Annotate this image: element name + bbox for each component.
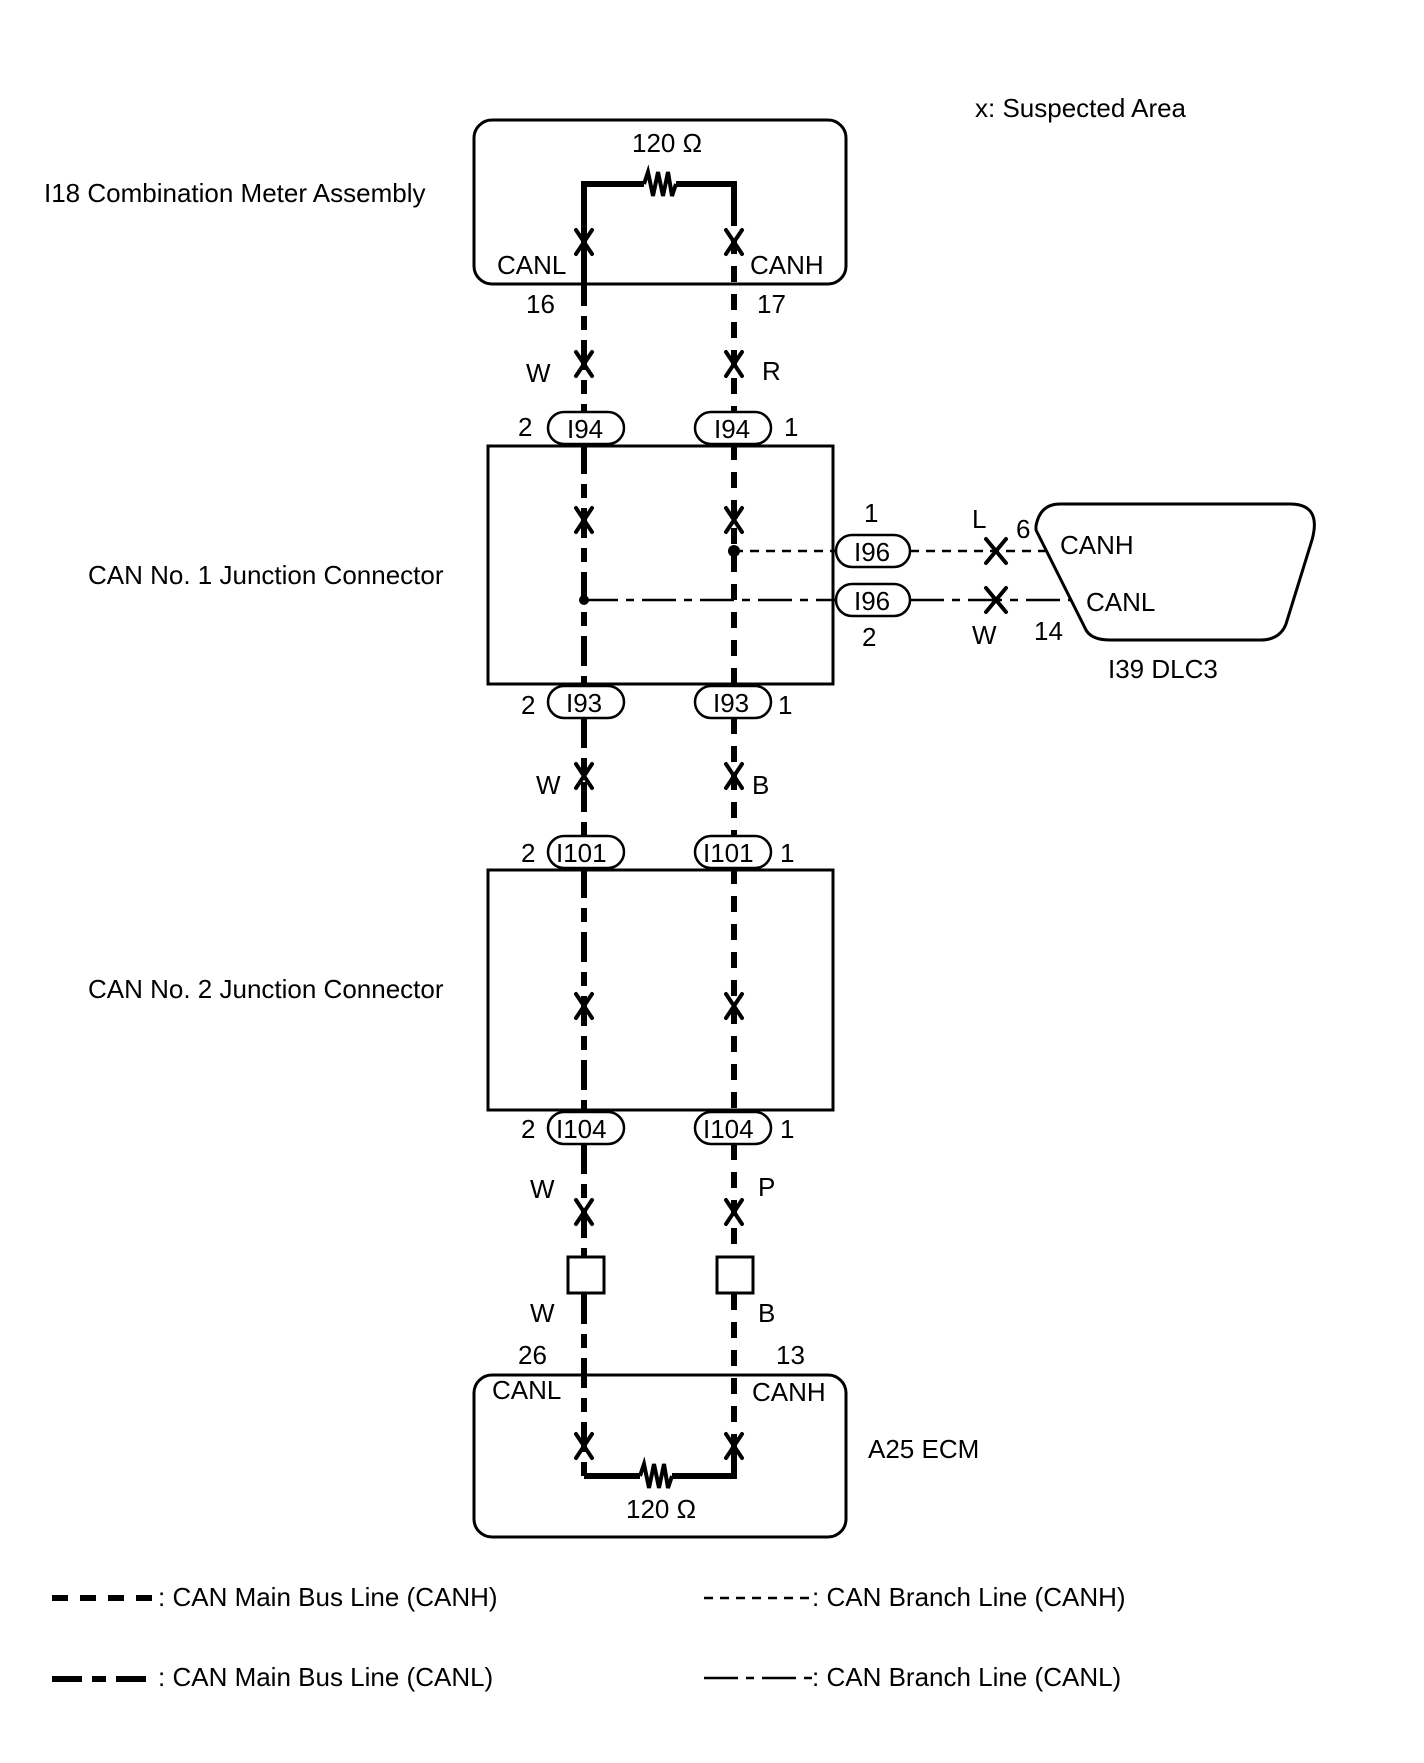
splice-canh xyxy=(715,1255,755,1295)
connector-i104-right-pin: 1 xyxy=(780,1114,794,1144)
combination-meter-box xyxy=(472,118,848,286)
x-mark-j1-j2-canh xyxy=(724,762,744,790)
connector-i101-left xyxy=(546,834,626,870)
wire-color-ecm-canh: B xyxy=(758,1298,775,1328)
connector-i96-canh-pin: 1 xyxy=(864,498,878,528)
connector-i94-left-name: I94 xyxy=(567,414,603,444)
dlc3-pin-canl: 14 xyxy=(1034,616,1063,646)
connector-i94-right-pin: 1 xyxy=(784,412,798,442)
x-mark-meter-canh xyxy=(724,228,744,256)
splice-canl xyxy=(566,1255,606,1295)
x-mark-j1-canh xyxy=(724,506,744,534)
x-mark-j2-canl xyxy=(574,992,594,1020)
ecm-resistor-symbol xyxy=(638,1456,674,1489)
connector-i104-left-pin: 2 xyxy=(521,1114,535,1144)
dlc3-label: I39 DLC3 xyxy=(1108,654,1218,684)
x-mark-meter-wire-canl xyxy=(574,350,594,378)
legend-branch-canh-text: : CAN Branch Line (CANH) xyxy=(812,1582,1126,1612)
junction-connector-1-box xyxy=(486,444,835,686)
meter-canl-label: CANL xyxy=(497,250,566,280)
x-mark-meter-wire-canh xyxy=(724,350,744,378)
connector-i101-left-pin: 2 xyxy=(521,838,535,868)
ecm-canh-label: CANH xyxy=(752,1377,826,1407)
meter-canh-label: CANH xyxy=(750,250,824,280)
ecm-pin-canh: 13 xyxy=(776,1340,805,1370)
ecm-termination-wire-right xyxy=(672,1450,737,1479)
dlc3-connector-shape xyxy=(1034,502,1316,642)
connector-i96-canl-pin: 2 xyxy=(862,622,876,652)
wire-color-dlc-canh: L xyxy=(972,504,986,534)
x-mark-j1-canl xyxy=(574,506,594,534)
connector-i104-right xyxy=(693,1110,773,1146)
meter-termination-wire-right xyxy=(676,181,737,210)
x-mark-dlc-canl xyxy=(984,586,1008,614)
junction-connector-2-box xyxy=(486,868,835,1112)
x-mark-j1-j2-canl xyxy=(574,762,594,790)
connector-i104-left xyxy=(546,1110,626,1146)
meter-pin-canl: 16 xyxy=(526,289,555,319)
connector-i101-right-pin: 1 xyxy=(780,838,794,868)
dlc3-canh-label: CANH xyxy=(1060,530,1134,560)
connector-i101-right-name: I101 xyxy=(703,838,754,868)
suspected-area-legend: x: Suspected Area xyxy=(975,93,1187,123)
connector-i96-canl-name: I96 xyxy=(854,586,890,616)
x-mark-ecm-canl xyxy=(574,1432,594,1460)
meter-pin-canh: 17 xyxy=(757,289,786,319)
x-mark-meter-canl xyxy=(574,228,594,256)
meter-resistor-label: 120 Ω xyxy=(632,128,702,158)
connector-i96-canh-name: I96 xyxy=(854,537,890,567)
connector-i94-left-pin: 2 xyxy=(518,412,532,442)
wire-color-j1-j2-canh: B xyxy=(752,770,769,800)
x-mark-ecm-canh xyxy=(724,1432,744,1460)
legend-main-canl-text: : CAN Main Bus Line (CANL) xyxy=(158,1662,493,1692)
connector-i93-left-pin: 2 xyxy=(521,690,535,720)
x-mark-dlc-canh xyxy=(984,537,1008,565)
ecm-resistor-label: 120 Ω xyxy=(626,1494,696,1524)
wire-color-meter-canh: R xyxy=(762,356,781,386)
legend-branch-canl-text: : CAN Branch Line (CANL) xyxy=(812,1662,1121,1692)
ecm-pin-canl: 26 xyxy=(518,1340,547,1370)
ecm-label: A25 ECM xyxy=(868,1434,979,1464)
dlc3-pin-canh: 6 xyxy=(1016,514,1030,544)
legend-main-canh-text: : CAN Main Bus Line (CANH) xyxy=(158,1582,498,1612)
connector-i104-right-name: I104 xyxy=(703,1114,754,1144)
x-mark-j2-wire-canh xyxy=(724,1198,744,1226)
connector-i94-left xyxy=(546,410,626,446)
wire-color-j2-canl: W xyxy=(530,1174,555,1204)
wire-color-j2-canh: P xyxy=(758,1172,775,1202)
connector-i93-right-name: I93 xyxy=(713,688,749,718)
wire-color-dlc-canl: W xyxy=(972,620,997,650)
meter-resistor-symbol xyxy=(642,164,678,197)
connector-i93-right-pin: 1 xyxy=(778,690,792,720)
connector-i94-right xyxy=(693,410,773,446)
connector-i101-left-name: I101 xyxy=(556,838,607,868)
connector-i93-left xyxy=(546,684,626,720)
connector-i101-right xyxy=(693,834,773,870)
junction-connector-2-label: CAN No. 2 Junction Connector xyxy=(88,974,444,1004)
ecm-canl-label: CANL xyxy=(492,1375,561,1405)
connector-i104-left-name: I104 xyxy=(556,1114,607,1144)
combination-meter-label: I18 Combination Meter Assembly xyxy=(44,178,426,208)
connector-i93-left-name: I93 xyxy=(566,688,602,718)
connector-i93-right xyxy=(693,684,773,720)
dlc3-canl-label: CANL xyxy=(1086,587,1155,617)
wire-color-j1-j2-canl: W xyxy=(536,770,561,800)
suspected-area-marks xyxy=(574,228,1008,1460)
x-mark-j2-canh xyxy=(724,992,744,1020)
ecm-box xyxy=(472,1373,848,1539)
x-mark-j2-wire-canl xyxy=(574,1198,594,1226)
wire-color-meter-canl: W xyxy=(526,358,551,388)
junction-connector-1-label: CAN No. 1 Junction Connector xyxy=(88,560,444,590)
connector-i94-right-name: I94 xyxy=(714,414,750,444)
wire-color-ecm-canl: W xyxy=(530,1298,555,1328)
